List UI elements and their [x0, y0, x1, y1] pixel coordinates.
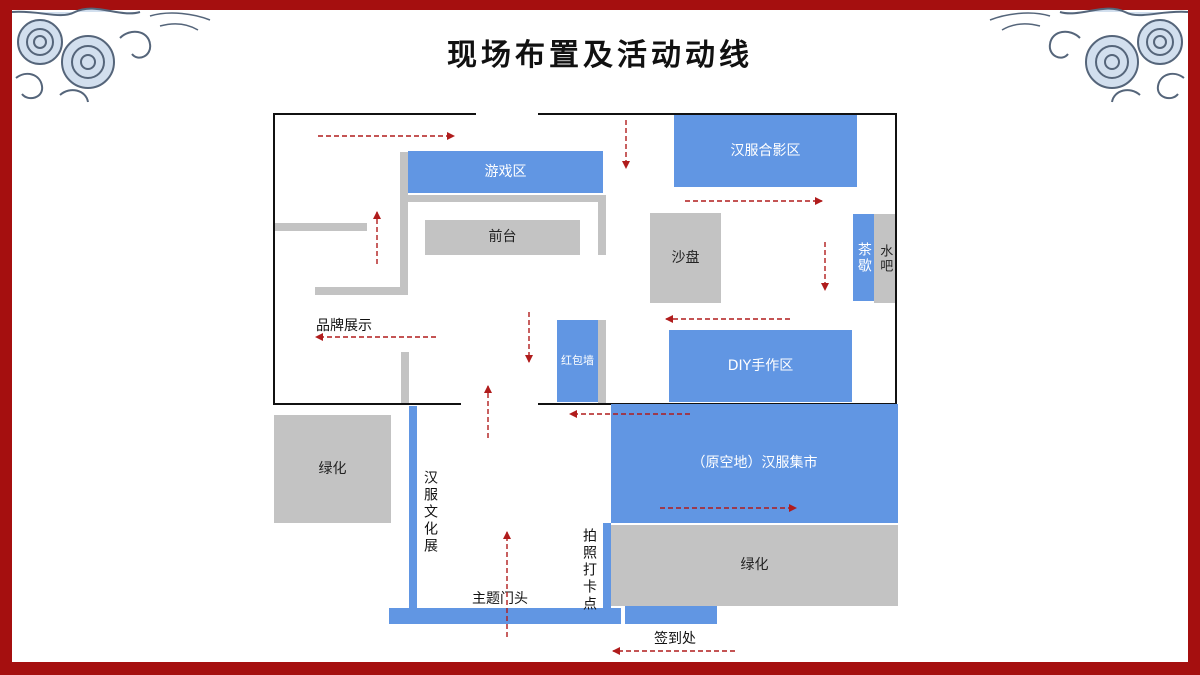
wall-left	[273, 113, 275, 405]
zone-hanfu-photo: 汉服合影区	[674, 115, 857, 187]
wall-top-left	[273, 113, 476, 115]
label-brand-display: 品牌展示	[316, 318, 372, 334]
check-in-desk	[625, 606, 717, 624]
zone-greenery-right: 绿化	[611, 525, 898, 606]
partition-stub	[401, 352, 409, 403]
label-hanfu-culture: 汉服文化展	[422, 470, 438, 555]
partition-vertical-right	[598, 195, 606, 255]
partition-red-wall-back	[598, 320, 606, 403]
zone-diy: DIY手作区	[669, 330, 852, 402]
partition-upper	[400, 195, 605, 202]
zone-tea-break: 茶歇	[853, 214, 874, 301]
theme-gate-bar	[389, 608, 621, 624]
hanfu-culture-wall	[409, 406, 417, 610]
label-check-in: 签到处	[654, 631, 696, 647]
partition-left-horizontal	[275, 223, 367, 231]
partition-vertical-left	[400, 152, 408, 295]
label-theme-gate: 主题门头	[472, 591, 528, 607]
label-photo-checkin: 拍照打卡点	[581, 528, 597, 613]
wall-top-right	[538, 113, 897, 115]
photo-checkin-wall	[603, 523, 611, 610]
zone-game: 游戏区	[408, 151, 603, 193]
wall-bottom-left	[273, 403, 461, 405]
cloud-ornament-top-right-icon	[989, 7, 1189, 103]
zone-front-desk: 前台	[425, 220, 580, 255]
zone-greenery-left: 绿化	[274, 415, 391, 523]
zone-hanfu-market: （原空地）汉服集市	[611, 404, 898, 523]
partition-bottom	[315, 287, 408, 295]
zone-water-bar: 水吧	[874, 214, 895, 303]
cloud-ornament-top-left-icon	[11, 7, 211, 103]
wall-right	[895, 113, 897, 405]
zone-sand-table: 沙盘	[650, 213, 721, 303]
page-title: 现场布置及活动动线	[447, 38, 753, 73]
zone-red-packet-wall: 红包墙	[557, 320, 598, 402]
